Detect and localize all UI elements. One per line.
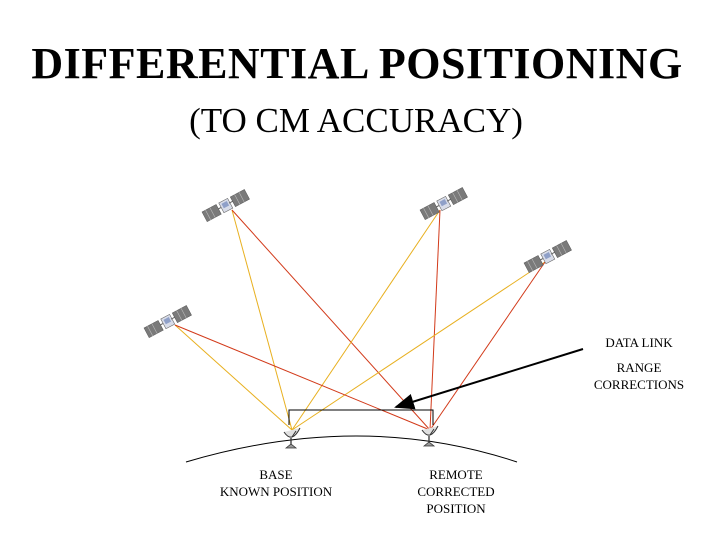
page-subtitle: (TO CM ACCURACY) [189, 101, 523, 140]
data-link-bracket [288, 409, 434, 425]
satellite-icon [201, 188, 251, 223]
remote-station-label: REMOTE CORRECTED POSITION [417, 467, 495, 516]
satellite-icon [523, 239, 573, 274]
data-link-arrow [394, 348, 584, 410]
range-corrections-label: RANGE CORRECTIONS [593, 360, 685, 392]
signal-line-sat3-remote [429, 261, 546, 431]
signal-line-sat2-remote [429, 209, 441, 431]
signal-line-sat4-base [174, 324, 293, 431]
dish-antenna-icon [283, 427, 301, 449]
signal-line-sat2-base [291, 209, 441, 431]
signal-lines [174, 209, 546, 431]
data-link-label: DATA LINK [605, 335, 673, 350]
dish-antenna-icon [421, 425, 439, 447]
signal-line-sat1-base [231, 209, 293, 431]
satellite-icon [419, 186, 469, 221]
signal-line-sat1-remote [231, 209, 431, 431]
earth-curve [185, 435, 518, 463]
base-station-label: BASE KNOWN POSITION [219, 467, 333, 499]
page-title: DIFFERENTIAL POSITIONING [31, 39, 683, 88]
signal-line-sat3-base [291, 261, 546, 431]
signal-line-sat4-remote [174, 324, 431, 431]
